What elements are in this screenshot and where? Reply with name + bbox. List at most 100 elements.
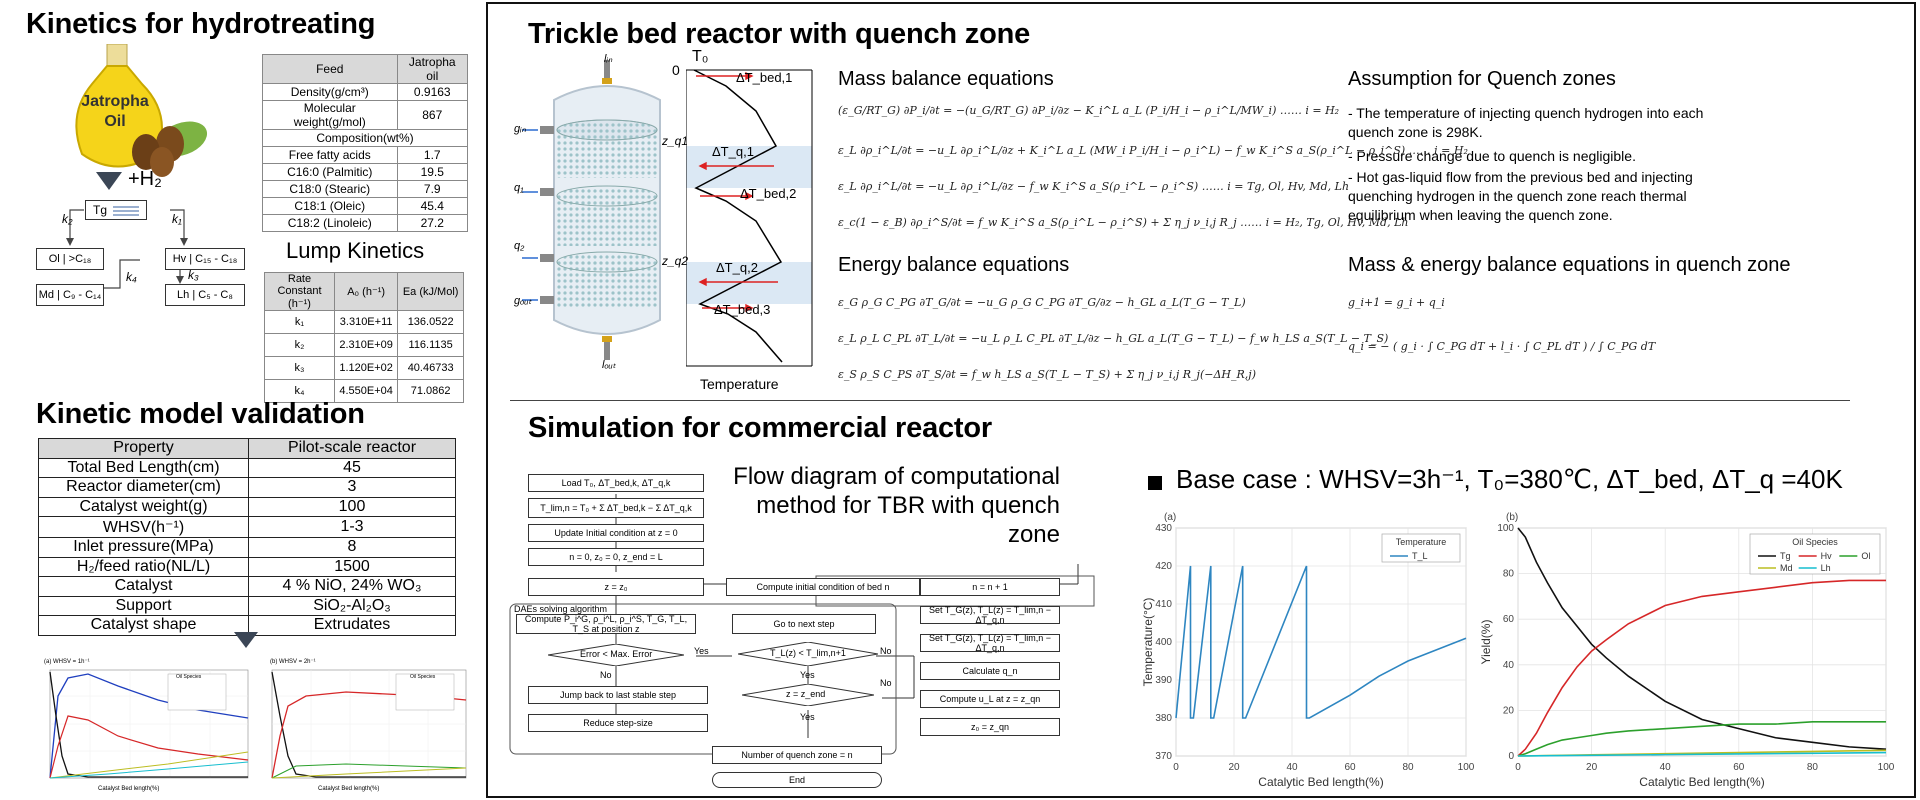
lump-cell: 71.0862 <box>397 379 464 403</box>
ol-label: Ol <box>48 253 60 265</box>
dtq1-label: ΔT_q,1 <box>712 144 754 159</box>
flow-tlim-text: T_lim,n = T₀ + Σ ΔT_bed,k − Σ ΔT_q,k <box>540 503 692 513</box>
flow-compute-u-text: Compute u_L at z = z_qn <box>939 694 1041 704</box>
md-box: Md | C₉ - C₁₄ <box>36 284 104 306</box>
section-divider <box>510 400 1850 401</box>
kinetics-title: Kinetics for hydrotreating <box>26 8 376 40</box>
x-tick-label: 100 <box>1878 762 1895 773</box>
lump-kinetics-title: Lump Kinetics <box>286 238 425 263</box>
y-tick-label: 400 <box>1155 637 1172 648</box>
flow-compute-rho-text: Compute P_i^G, ρ_i^L, ρ_i^S, T_G, T_L, T… <box>524 614 688 634</box>
flow-diamond-error <box>548 644 684 666</box>
flow-set-tg-text: Set T_G(z), T_L(z) = T_lim,n − ΔT_q,n <box>928 605 1052 625</box>
k1-label: k₁ <box>172 212 182 226</box>
lump-cell: 40.46733 <box>397 356 464 380</box>
lump-cell: k₁ <box>264 310 335 334</box>
validation-cell: Inlet pressure(MPa) <box>38 537 249 558</box>
series-line-lh <box>1517 751 1887 757</box>
mini-a-legend-title: Oil Species <box>176 674 202 680</box>
mini-tg-line <box>271 671 466 778</box>
flow-compute-init-text: Compute initial condition of bed n <box>756 582 890 592</box>
h2-label: +H₂ <box>128 168 162 190</box>
validation-cell: 3 <box>248 477 456 498</box>
series-line-hv <box>1517 579 1886 757</box>
flow-update-text: Update Initial condition at z = 0 <box>554 528 678 538</box>
mass-eq-3: ε_L ∂ρ_i^L/∂t = −u_L ∂ρ_i^L/∂z − f_w K_i… <box>838 180 1350 193</box>
validation-cell: Total Bed Length(cm) <box>38 457 249 478</box>
validation-cell: 8 <box>248 537 456 558</box>
flow-next-text: Go to next step <box>773 619 835 629</box>
mini-b-xlabel: Catalyst Bed length(%) <box>318 786 380 792</box>
dtb2-label: ΔT_bed,2 <box>740 186 797 201</box>
legend-label: T_L <box>1412 551 1428 561</box>
legend-label: Ol <box>1861 551 1870 561</box>
flow-daes: DAEs solving algorithm <box>514 604 608 614</box>
mass-eq-2: ε_L ∂ρ_i^L/∂t = −u_L ∂ρ_i^L/∂z + K_i^L a… <box>838 144 1468 157</box>
flow-tlim: T_lim,n = T₀ + Σ ΔT_bed,k − Σ ΔT_q,k <box>528 498 704 518</box>
x-tick-label: 40 <box>1660 762 1672 773</box>
mini-chart-whsv2 <box>271 669 467 779</box>
validation-cell: Support <box>38 595 249 616</box>
mini-tg-line <box>49 671 248 778</box>
flow-nplus: n = n + 1 <box>920 578 1060 596</box>
lout-label: lₒᵤₜ <box>602 359 616 371</box>
feed-cell: Molecular weight(g/mol) <box>262 100 398 130</box>
temperature-profile-diagram <box>686 69 813 367</box>
flow-yes-1: Yes <box>694 646 709 656</box>
gout-label: gₒᵤₜ <box>514 295 532 307</box>
ol-box: Ol | >C₁₈ <box>36 248 104 270</box>
x-tick-label: 60 <box>1733 762 1745 773</box>
mini-chart-whsv1 <box>49 669 249 779</box>
flow-set-tg2: Set T_G(z), T_L(z) = T_lim,n − ΔT_q,n <box>920 633 1060 653</box>
flow-update: Update Initial condition at z = 0 <box>528 524 704 542</box>
tg-label: Tg <box>92 203 107 217</box>
mini-a-title: (a) WHSV = 1h⁻¹ <box>44 659 90 665</box>
mass-eq-4: ε_c(1 − ε_B) ∂ρ_i^S/∂t = f_w K_i^S a_S(ρ… <box>838 216 1409 229</box>
flow-compute-rho: Compute P_i^G, ρ_i^L, ρ_i^S, T_G, T_L, T… <box>516 614 696 634</box>
flow-compute-init: Compute initial condition of bed n <box>726 578 920 596</box>
feed-cell: 7.9 <box>396 180 469 198</box>
flow-caption: Flow diagram of computational method for… <box>733 463 1060 548</box>
zq2-label: z_q2 <box>662 254 689 268</box>
mass-eq-1: (ε_G/RT_G) ∂P_i/∂t = −(u_G/RT_G) ∂P_i/∂z… <box>838 104 1340 117</box>
flow-diamond-zend <box>742 684 874 706</box>
legend-label: Tg <box>1780 551 1791 561</box>
legend-box <box>1381 533 1461 563</box>
energy-balance-title: Energy balance equations <box>838 254 1070 276</box>
assumption-2: - Pressure change due to quench is negli… <box>1348 148 1636 164</box>
assumption-1: - The temperature of injecting quench hy… <box>1348 105 1704 140</box>
q1-label: q₁ <box>514 182 524 194</box>
validation-cell: 4 % NiO, 24% WO₃ <box>248 576 456 597</box>
legend-label: Md <box>1780 563 1793 573</box>
legend-title: Oil Species <box>1792 537 1838 547</box>
x-tick-label: 40 <box>1286 762 1298 773</box>
flow-nquench-text: Number of quench zone = n <box>741 750 853 760</box>
feed-header-oil: Jatropha oil <box>396 54 469 84</box>
feed-cell: C16:0 (Palmitic) <box>262 163 398 181</box>
reaction-scheme-arrows <box>66 209 188 292</box>
flow-end: End <box>712 772 882 788</box>
y-tick-label: 0 <box>1508 751 1514 762</box>
feed-cell: C18:0 (Stearic) <box>262 180 398 198</box>
feed-cell: 0.9163 <box>396 83 469 101</box>
validation-cell: Catalyst shape <box>38 615 249 636</box>
lump-cell: 1.120E+02 <box>333 356 399 380</box>
x-tick-label: 20 <box>1586 762 1598 773</box>
md-product: C₉ - C₁₄ <box>63 289 102 301</box>
validation-cell: WHSV(h⁻¹) <box>38 516 249 538</box>
validation-cell: SiO₂-Al₂O₃ <box>248 595 456 616</box>
series-line-ol <box>1517 721 1886 757</box>
flow-diamond-tl <box>738 642 878 666</box>
validation-cell: 1-3 <box>248 516 456 538</box>
x-axis-label: Catalytic Bed length(%) <box>1639 775 1764 789</box>
mass-balance-title: Mass balance equations <box>838 68 1054 90</box>
legend-label: Lh <box>1821 563 1831 573</box>
flow-error-text: Error < Max. Error <box>580 649 653 659</box>
flow-calc-q: Calculate q_n <box>920 662 1060 680</box>
mini-lh-line <box>49 761 249 779</box>
validation-header: Property <box>38 438 249 459</box>
flow-yes-3: Yes <box>800 712 815 722</box>
reactor-illustration <box>522 60 661 360</box>
gin-label: gᵢₙ <box>514 123 526 135</box>
